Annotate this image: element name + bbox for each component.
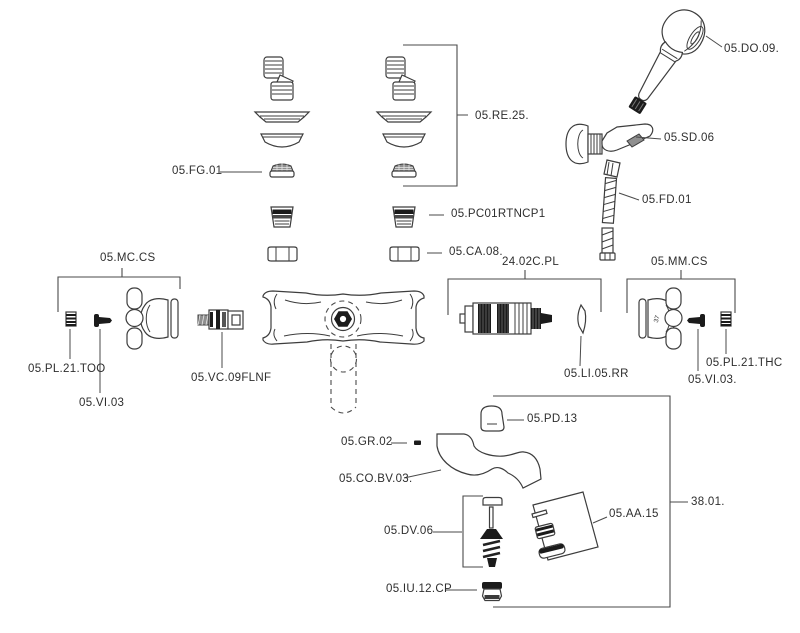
leader-cobv03: [403, 469, 442, 479]
part-label-vi03-right: 05.VI.03.: [688, 374, 737, 386]
part-label-li05: 05.LI.05.RR: [564, 368, 629, 380]
thermostatic-cartridge-group: [447, 270, 602, 367]
part-label-dv06: 05.DV.06: [384, 525, 434, 537]
bracket-3801: [493, 395, 688, 608]
handle-trim-kit-drawing-right: [376, 56, 432, 262]
grub-screw-drawing: [391, 440, 421, 445]
spring-drawing-left: [65, 311, 77, 327]
stem-cartridge-drawing: [197, 309, 244, 368]
cross-handle-drawing-left: [125, 287, 179, 350]
bracket-mccs: [57, 268, 181, 312]
part-label-3801: 38.01.: [691, 496, 725, 508]
part-label-sd06: 05.SD.06: [664, 132, 715, 144]
bracket-dv06: [462, 495, 483, 568]
bracket-2402cpl: [447, 270, 602, 315]
leader-li05: [579, 335, 582, 367]
part-label-vi03-left: 05.VI.03: [79, 397, 125, 409]
part-label-pl21too: 05.PL.21.TOO: [28, 363, 106, 375]
handle-stamp-37: 37: [653, 314, 662, 323]
shower-hose-drawing: [599, 159, 621, 261]
part-label-do09: 05.DO.09.: [724, 43, 780, 55]
part-label-re25: 05.RE.25.: [475, 110, 529, 122]
diverter-assembly-drawing: [433, 495, 503, 568]
screw-drawing-left: [94, 314, 112, 327]
part-label-ca08: 05.CA.08.: [449, 246, 503, 258]
part-label-pl21thc: 05.PL.21.THC: [706, 357, 783, 369]
bracket-mmcs: [626, 270, 736, 313]
part-label-mmcs: 05.MM.CS: [651, 256, 708, 268]
spring-drawing-right: [720, 311, 732, 327]
tub-spout-drawing: [403, 433, 542, 489]
thermostatic-cartridge-drawing: [459, 302, 552, 335]
handle-trim-kit-drawing: [253, 56, 311, 262]
leader-fd01: [618, 192, 640, 201]
retainer-clip-drawing: [577, 303, 587, 335]
bracket-re25: [403, 44, 468, 187]
part-label-cobv03: 05.CO.BV.03.: [339, 473, 413, 485]
part-label-mccs: 05.MC.CS: [100, 252, 156, 264]
hand-shower-drawing: [628, 9, 706, 114]
part-label-fd01: 05.FD.01: [642, 194, 692, 206]
leader-sd06: [635, 136, 662, 140]
cross-handle-group-right: 37: [626, 270, 736, 371]
seal-kit-drawing: [531, 491, 608, 561]
diverter-knob-drawing: [480, 405, 524, 432]
part-label-2402cpl: 24.02C.PL: [502, 256, 560, 268]
part-label-gr02: 05.GR.02: [341, 436, 393, 448]
screw-drawing-right: [687, 314, 705, 327]
part-label-pc01: 05.PC01RTNCP1: [451, 208, 546, 220]
cross-handle-group-left: [57, 268, 181, 393]
leader-do09: [705, 35, 723, 48]
part-label-aa15: 05.AA.15: [609, 508, 659, 520]
aerator-drawing: [446, 582, 503, 602]
wall-supply-elbow-drawing: [565, 123, 654, 165]
part-label-iu12cp: 05.IU.12.CP: [386, 583, 452, 595]
part-label-vc09: 05.VC.09FLNF: [191, 372, 272, 384]
cross-handle-drawing-right: 37: [638, 287, 683, 350]
leader-aa15: [592, 516, 608, 524]
part-label-pd13: 05.PD.13: [527, 413, 578, 425]
part-label-fg01: 05.FG.01: [172, 165, 223, 177]
valve-body-drawing: [262, 290, 425, 414]
